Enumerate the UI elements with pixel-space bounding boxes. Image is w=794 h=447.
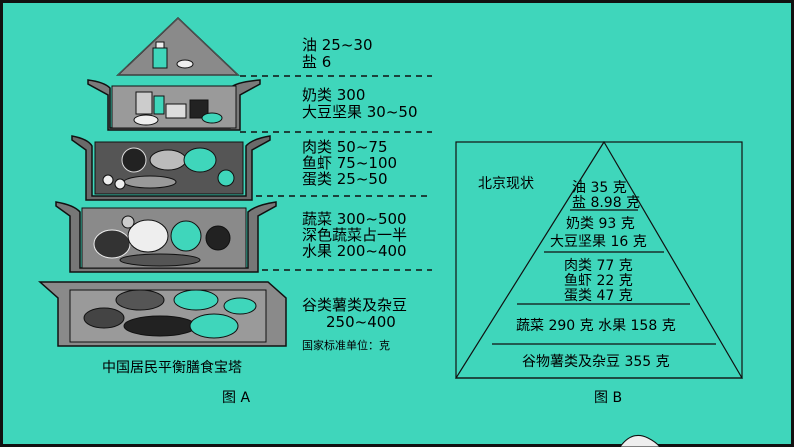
b-tier-1-line-2: 盐 8.98 克 xyxy=(572,195,641,211)
b-tier-3-line-1: 肉类 77 克 xyxy=(564,258,633,274)
oil-bottle-icon xyxy=(152,41,194,69)
tier-separators xyxy=(240,75,432,271)
b-tier-4-line-1: 蔬菜 290 克 水果 158 克 xyxy=(516,318,676,334)
figure-a-title: 中国居民平衡膳食宝塔 xyxy=(102,360,242,376)
figure-b-triangle xyxy=(454,140,744,379)
tier-3-meat-fish-eggs xyxy=(71,135,271,201)
tier-5-line-1: 谷类薯类及杂豆 xyxy=(302,296,408,314)
b-tier-5-line-1: 谷物薯类及杂豆 355 克 xyxy=(522,354,670,370)
b-tier-2-line-2: 大豆坚果 16 克 xyxy=(550,234,647,250)
unit-note: 国家标准单位：克 xyxy=(302,339,390,352)
b-tier-3-line-2: 鱼虾 22 克 xyxy=(564,273,633,289)
tier-1-oil-salt xyxy=(116,16,240,76)
figure-a-caption: 图 A xyxy=(222,390,251,406)
meat-fish-eggs-icon xyxy=(102,147,235,190)
tier-4-line-2: 深色蔬菜占一半 xyxy=(302,226,408,244)
b-tier-2-line-1: 奶类 93 克 xyxy=(566,216,635,232)
tier-3-line-2: 鱼虾 75~100 xyxy=(302,154,398,172)
b-tier-3-line-3: 蛋类 47 克 xyxy=(564,288,633,304)
tier-5-grains xyxy=(38,281,287,347)
tier-4-line-3: 水果 200~400 xyxy=(302,242,407,260)
milk-bottles-icon xyxy=(133,91,223,126)
figure-b-caption: 图 B xyxy=(594,390,623,406)
tier-2-line-1: 奶类 300 xyxy=(302,86,366,104)
b-tier-1-line-1: 油 35 克 xyxy=(572,180,627,196)
grain-bowls-icon xyxy=(83,289,257,339)
tier-4-vegetables-fruit xyxy=(55,201,277,273)
figure-b-label: 北京现状 xyxy=(478,176,534,192)
tier-1-line-2: 盐 6 xyxy=(302,53,332,71)
tier-3-line-1: 肉类 50~75 xyxy=(302,138,388,156)
tier-4-line-1: 蔬菜 300~500 xyxy=(302,210,407,228)
vegetables-fruit-icon xyxy=(93,215,231,267)
tier-2-line-2: 大豆坚果 30~50 xyxy=(302,103,418,121)
tier-1-line-1: 油 25~30 xyxy=(302,36,373,54)
tier-2-milk-soy xyxy=(87,79,261,131)
tier-3-line-3: 蛋类 25~50 xyxy=(302,170,388,188)
tier-5-line-2: 250~400 xyxy=(326,313,396,331)
